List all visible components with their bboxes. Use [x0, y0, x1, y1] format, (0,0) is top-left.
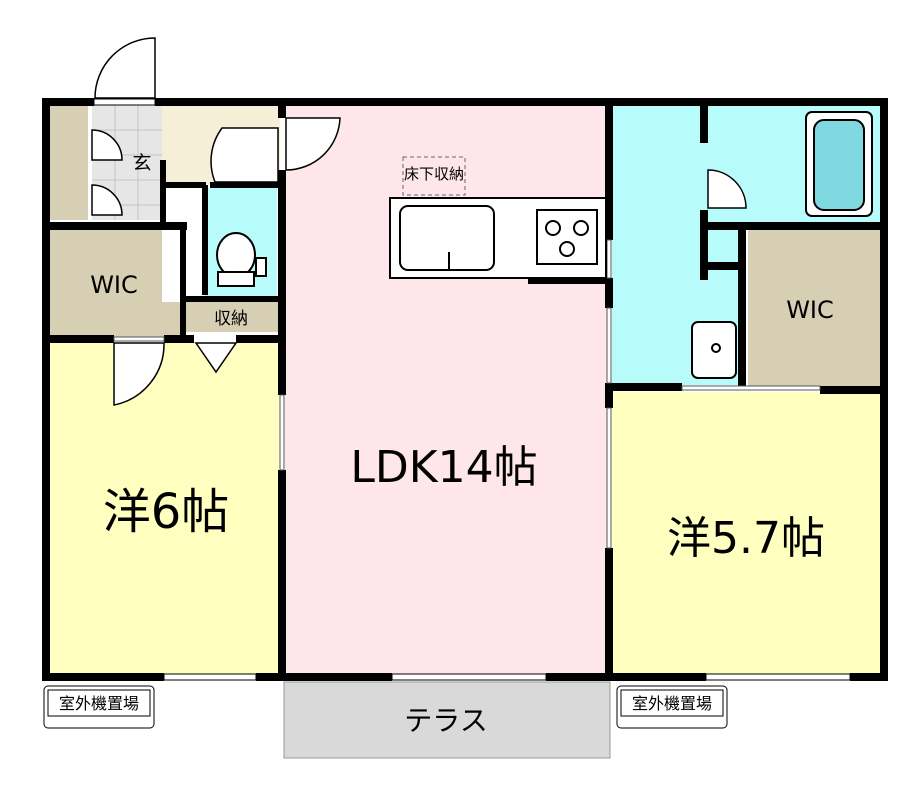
room-label-ldk: LDK14帖 — [350, 442, 537, 493]
western-room-right — [612, 392, 880, 675]
walls — [42, 98, 888, 681]
room-label-underfloor-storage: 床下収納 — [404, 165, 464, 183]
outdoor-unit-label-left: 室外機置場 — [59, 694, 139, 713]
outdoor-unit-label-right: 室外機置場 — [632, 694, 712, 713]
wic-left-area — [48, 230, 180, 337]
room-label-wic-right: WIC — [786, 296, 834, 324]
bathtub-icon — [805, 111, 873, 217]
sink — [399, 205, 495, 271]
wic-right-area — [748, 230, 880, 388]
room-label-wic-left: WIC — [90, 271, 138, 299]
underfloor-storage-hatch — [402, 156, 466, 196]
sliding-doors — [113, 239, 821, 549]
windows — [93, 98, 851, 681]
western-room-left — [48, 343, 281, 675]
storage-area — [183, 302, 280, 332]
kitchen-counter — [389, 197, 607, 279]
terrace — [283, 681, 611, 759]
outdoor-unit-inner-right — [620, 689, 724, 717]
shoe-storage — [48, 105, 88, 220]
room-label-storage: 収納 — [214, 309, 248, 329]
outdoor-unit-inner-left — [47, 689, 151, 717]
door-swings — [91, 37, 747, 406]
room-label-terrace: テラス — [404, 704, 487, 737]
room-label-western-right: 洋5.7帖 — [667, 513, 825, 564]
washbasin-icon — [691, 321, 737, 379]
room-label-western-left: 洋6帖 — [103, 484, 230, 540]
room-label-entrance: 玄 — [132, 152, 151, 174]
toilet-icon — [216, 232, 267, 287]
ldk-room — [285, 105, 608, 675]
